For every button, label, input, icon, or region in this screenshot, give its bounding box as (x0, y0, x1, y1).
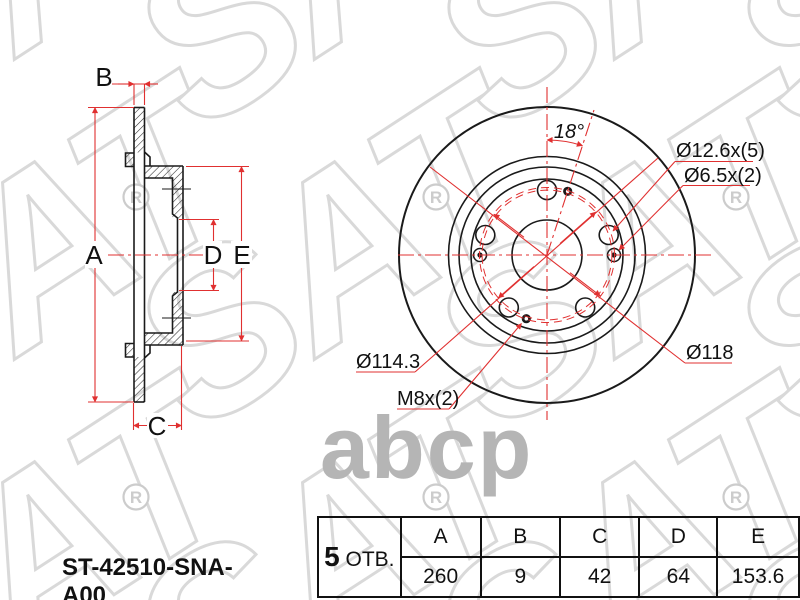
value-a: 260 (399, 556, 482, 598)
section-dimension-letters: B A D E C (85, 62, 252, 441)
dimension-table: 5 ОТВ. A B C D E 260 9 42 64 153.6 (317, 516, 800, 598)
front-view-dimensions (356, 87, 753, 420)
value-d: 64 (638, 556, 719, 598)
dim-label-e: E (233, 240, 250, 270)
holes-cell: 5 ОТВ. (317, 516, 402, 598)
section-hatching (125, 107, 183, 402)
value-e: 153.6 (716, 556, 800, 598)
svg-text:R: R (430, 488, 442, 507)
svg-text:R: R (730, 488, 742, 507)
svg-text:R: R (130, 488, 142, 507)
col-header-a: A (399, 516, 482, 558)
col-header-b: B (479, 516, 561, 558)
part-number: ST-42510-SNA-A00 (62, 554, 233, 600)
holes-word: ОТВ. (345, 548, 395, 571)
svg-text:R: R (730, 188, 742, 207)
svg-text:R: R (430, 188, 442, 207)
cross-section-view: B A D E C (85, 62, 252, 441)
screw-holes-label: Ø6.5x(2) (684, 165, 762, 187)
service-holes-label: M8x(2) (397, 388, 459, 410)
bolt-holes-label: Ø12.6x(5) (676, 140, 765, 162)
pcd-label: Ø114.3 (356, 351, 420, 373)
table-header-row: 5 ОТВ. A B C D E (317, 516, 800, 598)
holes-count: 5 (324, 541, 340, 572)
dim-label-d: D (204, 240, 223, 270)
front-view-labels: 18° Ø12.6x(5) Ø6.5x(2) Ø114.3 M8x(2) Ø11… (356, 121, 765, 410)
outer-pcd-label: Ø118 (686, 342, 733, 364)
section-dimensions (88, 80, 249, 430)
value-c: 42 (558, 556, 641, 598)
col-header-d: D (638, 516, 719, 558)
service-holes (521, 186, 573, 324)
angle-label: 18° (554, 121, 584, 143)
dim-label-b: B (95, 62, 112, 92)
col-header-c: C (558, 516, 641, 558)
abcp-watermark-logo: abcp (320, 398, 533, 497)
dim-label-c: C (148, 411, 167, 441)
value-b: 9 (479, 556, 561, 598)
table-value-row: 260 9 42 64 153.6 (318, 556, 800, 598)
col-header-e: E (716, 516, 800, 558)
svg-text:R: R (130, 188, 142, 207)
dim-label-a: A (85, 240, 103, 270)
front-view: 18° Ø12.6x(5) Ø6.5x(2) Ø114.3 M8x(2) Ø11… (356, 87, 765, 420)
